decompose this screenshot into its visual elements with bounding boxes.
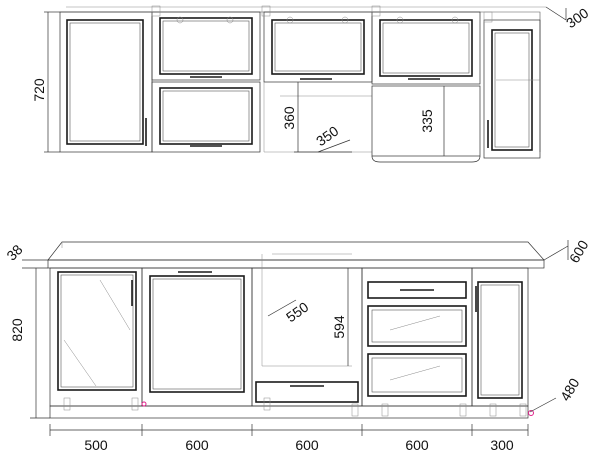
width-label-5: 300 bbox=[490, 437, 514, 453]
upper-cabinet-3 bbox=[263, 11, 373, 153]
upper-cabinet-5 bbox=[483, 19, 541, 159]
hood-cabinet-height-label: 335 bbox=[419, 109, 435, 133]
worktop bbox=[47, 241, 545, 269]
width-label-2: 600 bbox=[185, 437, 209, 453]
open-shelf-height-label: 360 bbox=[281, 106, 297, 130]
upper-cabinet-2 bbox=[151, 11, 261, 153]
plinth bbox=[49, 405, 529, 419]
lower-cabinet-5 bbox=[471, 267, 529, 407]
lower-cabinet-row bbox=[47, 241, 545, 419]
lower-height-label: 820 bbox=[9, 318, 25, 342]
width-label-3: 600 bbox=[295, 437, 319, 453]
upper-cabinet-1 bbox=[59, 11, 153, 153]
plinth-accent-mark bbox=[528, 410, 534, 416]
lower-cabinet-1 bbox=[49, 267, 143, 407]
upper-cabinet-row bbox=[59, 5, 546, 163]
lower-cabinet-2 bbox=[141, 267, 253, 407]
plinth-depth-label: 480 bbox=[557, 375, 583, 403]
lower-cabinet-4 bbox=[361, 267, 473, 407]
lower-dimensions bbox=[22, 240, 569, 436]
niche-depth-label: 550 bbox=[283, 299, 311, 326]
upper-height-label: 720 bbox=[31, 78, 47, 102]
niche-height-label: 594 bbox=[331, 315, 347, 339]
width-label-1: 500 bbox=[84, 437, 108, 453]
upper-cabinet-4 bbox=[371, 11, 481, 163]
upper-dimensions bbox=[44, 6, 567, 156]
width-label-4: 600 bbox=[405, 437, 429, 453]
upper-depth-label: 300 bbox=[563, 5, 591, 32]
worktop-depth-label: 600 bbox=[566, 237, 592, 265]
